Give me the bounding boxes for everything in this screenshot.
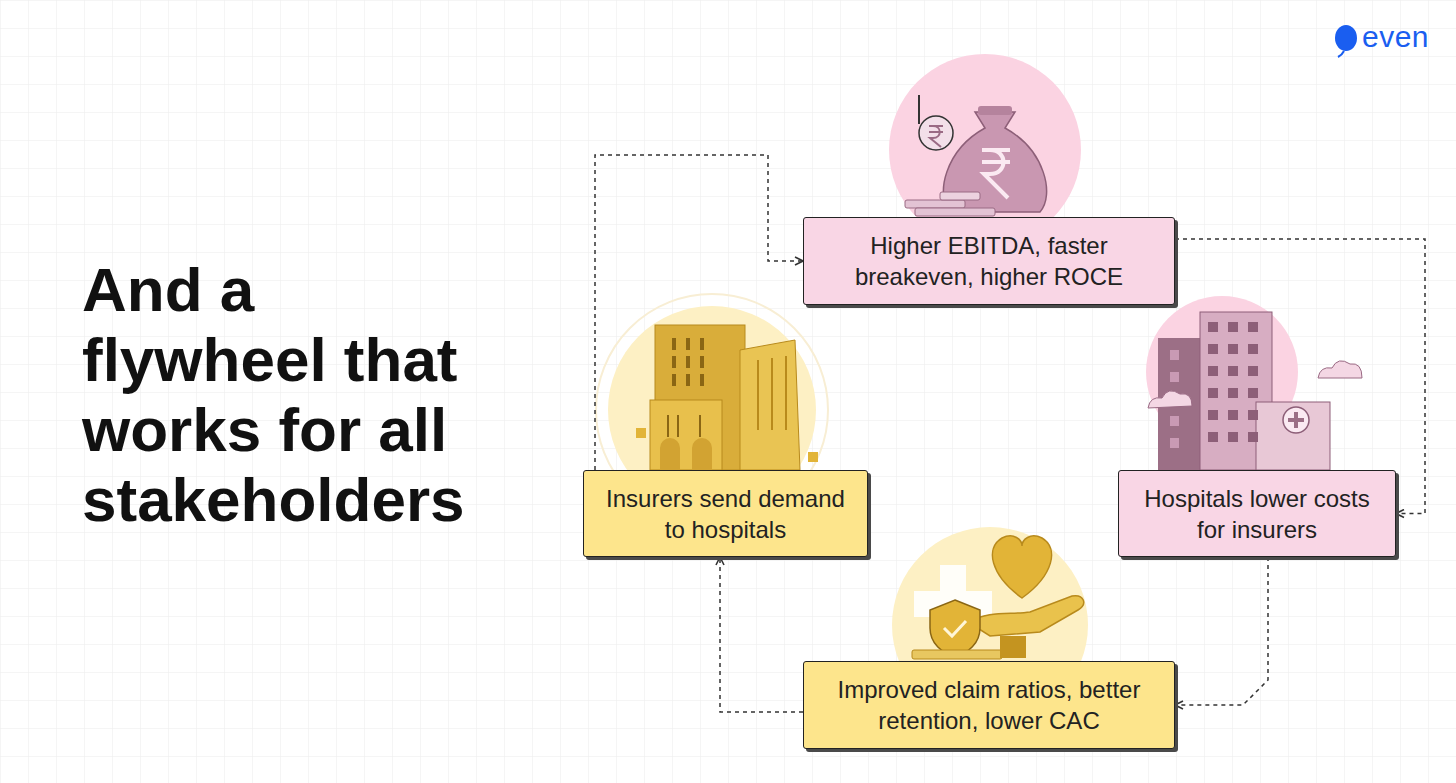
money-bag-illustration-part — [918, 95, 920, 124]
flow-arrow — [595, 155, 803, 470]
window-grid-part — [686, 338, 690, 350]
insurer-illustration-part — [740, 340, 800, 470]
box-label: Hospitals lower costs for insurers — [1131, 483, 1383, 545]
hospital-illustration — [1146, 296, 1362, 470]
money-bag-illustration-part — [940, 192, 980, 200]
window-grid-part — [1248, 344, 1258, 354]
window-grid-part — [686, 356, 690, 368]
care-illustration-part — [912, 650, 1002, 659]
window-grid-part — [1248, 410, 1258, 420]
window-grid-part — [1208, 432, 1218, 442]
process-box: Higher EBITDA, faster breakeven, higher … — [803, 217, 1175, 305]
care-illustration-part — [992, 536, 1051, 598]
care-illustration-part — [944, 621, 966, 636]
money-bag-illustration-part — [982, 150, 1010, 198]
flow-arrow — [1175, 557, 1268, 705]
insurer-illustration-part — [636, 428, 646, 438]
process-box: Improved claim ratios, better retention,… — [803, 661, 1175, 749]
money-bag-illustration-part — [915, 208, 995, 216]
insurer-illustration-part — [808, 452, 818, 462]
window-grid-part — [672, 338, 676, 350]
window-grid-part — [1170, 350, 1179, 360]
window-grid-part — [1208, 410, 1218, 420]
window-grid-part — [1228, 410, 1238, 420]
flow-arrow — [720, 557, 803, 712]
box-label: Higher EBITDA, faster breakeven, higher … — [816, 230, 1162, 292]
window-grid-part — [672, 374, 676, 386]
window-grid-part — [1248, 388, 1258, 398]
window-grid-part — [700, 356, 704, 368]
window-grid-part — [1248, 366, 1258, 376]
window-grid-part — [672, 356, 676, 368]
window-grid-part — [1248, 432, 1258, 442]
logo-balloon-part — [1338, 51, 1344, 57]
box-label: Insurers send demand to hospitals — [596, 483, 855, 545]
window-grid-part — [1208, 322, 1218, 332]
hospital-illustration-part — [1148, 391, 1192, 408]
window-grid-part — [1170, 416, 1179, 426]
logo-balloon-part — [1335, 25, 1357, 51]
window-grid-part — [1228, 388, 1238, 398]
care-illustration-part — [930, 600, 980, 658]
window-grid-part — [1228, 322, 1238, 332]
hospital-illustration-part — [1256, 402, 1330, 470]
process-box: Insurers send demand to hospitals — [583, 470, 868, 557]
insurer-illustration-part — [660, 438, 712, 470]
window-grid-part — [1208, 388, 1218, 398]
hospital-illustration-part — [1283, 407, 1309, 433]
diagram-title: And a flywheel that works for all stakeh… — [82, 255, 502, 535]
money-bag-illustration-part — [919, 116, 953, 150]
window-grid-part — [1170, 372, 1179, 382]
insurer-illustration-part — [650, 400, 722, 470]
process-box: Hospitals lower costs for insurers — [1118, 470, 1396, 557]
care-illustration-part — [1000, 636, 1026, 658]
money-bag-illustration-part — [905, 200, 965, 208]
care-illustration-part — [968, 596, 1084, 636]
hospital-illustration-part — [1288, 412, 1304, 428]
window-grid-part — [1228, 432, 1238, 442]
window-grid-part — [700, 374, 704, 386]
window-grid — [1170, 322, 1258, 448]
window-grid-part — [686, 374, 690, 386]
box-label: Improved claim ratios, better retention,… — [816, 674, 1162, 736]
brand-logo: even — [1362, 20, 1429, 54]
money-bag-illustration-part — [929, 126, 943, 147]
insurer-illustration-part — [655, 325, 745, 470]
logo-balloon — [1335, 25, 1357, 57]
window-grid-part — [1170, 438, 1179, 448]
money-bag-illustration-part — [978, 106, 1012, 115]
insurer-illustration-part — [668, 415, 700, 437]
window-grid-part — [1208, 344, 1218, 354]
window-grid-part — [1208, 366, 1218, 376]
hospital-illustration-part — [1318, 361, 1362, 378]
window-grid-part — [758, 356, 786, 430]
window-grid-part — [700, 338, 704, 350]
window-grid-part — [1228, 366, 1238, 376]
window-grid-part — [1228, 344, 1238, 354]
window-grid-part — [1248, 322, 1258, 332]
